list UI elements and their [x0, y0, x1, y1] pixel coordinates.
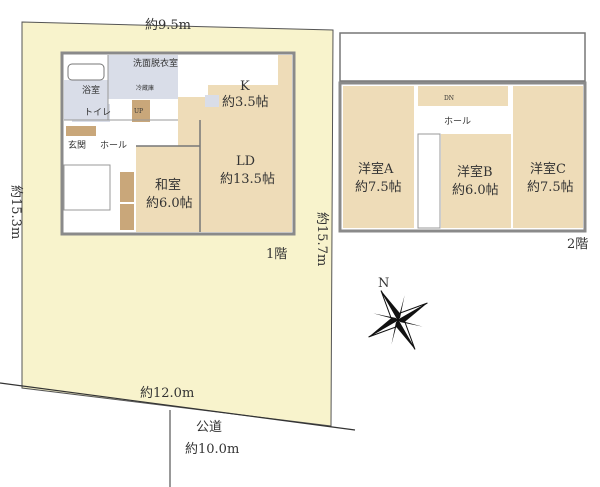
- room-a-name: 洋室A: [358, 161, 394, 177]
- fridge-label: 冷蔵庫: [136, 84, 154, 92]
- compass-north-label: N: [378, 276, 389, 291]
- ld-size: 約13.5帖: [220, 172, 275, 187]
- floor2-plan: DN ホール 洋室A 約7.5帖 洋室B 約6.0帖 洋室C 約7.5帖 2階: [338, 32, 588, 252]
- washitsu-name: 和室: [155, 177, 181, 193]
- stairs-down-label: DN: [444, 95, 454, 102]
- hall-label: ホール: [100, 140, 127, 151]
- stairs-up-label: UP: [134, 108, 143, 115]
- room-b-name: 洋室B: [457, 164, 493, 180]
- right-depth-label: 約15.7m: [314, 212, 329, 266]
- top-width-label: 約9.5m: [145, 18, 191, 33]
- room-c-size: 約7.5帖: [527, 180, 574, 195]
- room-b-size: 約6.0帖: [452, 183, 499, 198]
- floor1-label: 1階: [266, 247, 287, 262]
- washitsu-size: 約6.0帖: [146, 196, 193, 211]
- toilet-label: トイレ: [84, 108, 111, 118]
- road-width-label: 約10.0m: [185, 442, 239, 457]
- washroom-label: 洗面脱衣室: [133, 57, 178, 69]
- hall2-label: ホール: [444, 116, 471, 127]
- kitchen-name: K: [240, 79, 250, 94]
- floor2-label: 2階: [567, 237, 588, 252]
- floor1-plan: 洗面脱衣室 浴室 トイレ 玄関 ホール UP 冷蔵庫 K 約3.5帖 LD 約1…: [60, 51, 296, 262]
- room-a-size: 約7.5帖: [355, 180, 402, 195]
- compass-icon: [368, 290, 428, 350]
- left-depth-label: 約15.3m: [8, 185, 23, 239]
- road-edge: [0, 382, 356, 431]
- frontage-label: 約12.0m: [140, 386, 194, 401]
- bath-label: 浴室: [82, 84, 100, 96]
- room-c-name: 洋室C: [530, 161, 566, 177]
- road-label: 公道: [196, 420, 222, 435]
- ld-name: LD: [236, 154, 255, 169]
- kitchen-size: 約3.5帖: [222, 95, 269, 110]
- entrance-label: 玄関: [68, 139, 86, 151]
